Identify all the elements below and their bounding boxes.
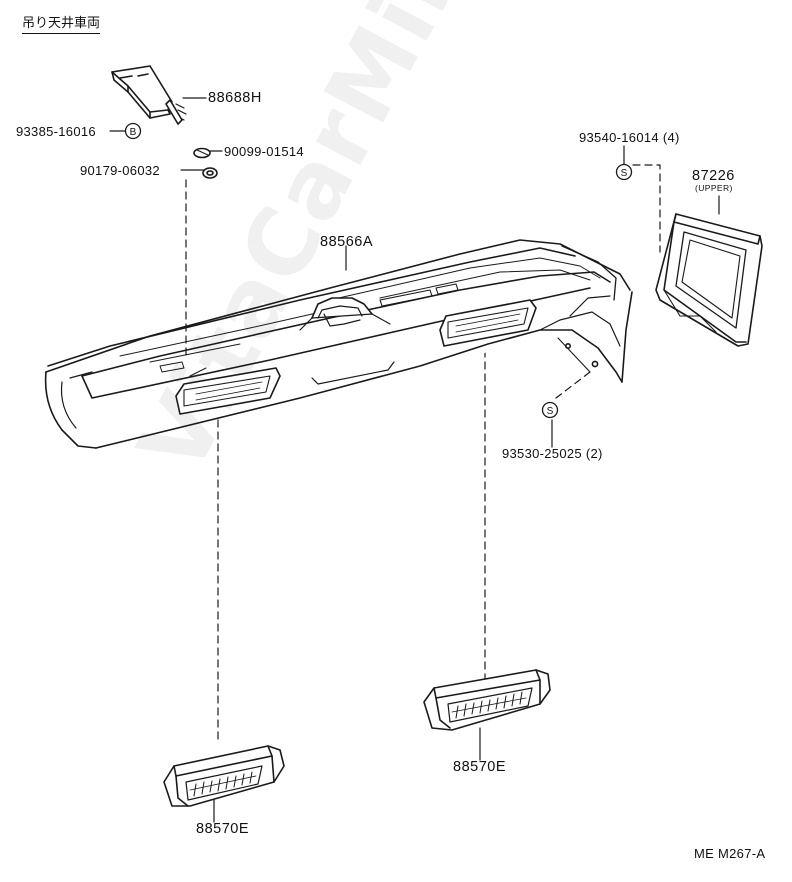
label-88570e-right: 88570E bbox=[453, 759, 506, 775]
label-93540-16014-qty: (4) bbox=[662, 130, 680, 145]
bolt-b-symbol-icon bbox=[124, 122, 142, 140]
vent-left-drawing bbox=[163, 745, 285, 807]
label-88566a: 88566A bbox=[320, 234, 373, 250]
diagram-header: 吊り天井車両 bbox=[22, 17, 101, 34]
label-93530-25025-number: 93530-25025 bbox=[502, 446, 582, 461]
label-87226-note: (UPPER) bbox=[695, 183, 733, 193]
label-93530-25025: 93530-25025 (2) bbox=[502, 447, 603, 460]
vent-right-drawing bbox=[423, 669, 551, 731]
bracket-88688h-drawing bbox=[111, 65, 187, 125]
symbol-circles bbox=[124, 122, 633, 419]
bolt-b-symbol-text: B bbox=[130, 127, 137, 138]
label-93540-16014: 93540-16014 (4) bbox=[579, 131, 680, 144]
leader-lines bbox=[109, 97, 720, 823]
label-87226: 87226 bbox=[692, 168, 735, 184]
panel-88566a-drawing bbox=[44, 239, 633, 450]
diagram-code: ME M267-A bbox=[694, 846, 766, 861]
screw-lower-s-symbol-icon bbox=[541, 401, 559, 419]
screw-upper-s-symbol-icon bbox=[615, 163, 633, 181]
label-93540-16014-number: 93540-16014 bbox=[579, 130, 659, 145]
label-88570e-left: 88570E bbox=[196, 821, 249, 837]
washer-nut-drawing bbox=[193, 147, 218, 179]
label-93385-16016: 93385-16016 bbox=[16, 124, 96, 139]
screw-lower-symbol-text: S bbox=[547, 406, 554, 417]
label-93530-25025-qty: (2) bbox=[585, 446, 603, 461]
label-90179-06032: 90179-06032 bbox=[80, 163, 160, 178]
label-90099-01514: 90099-01514 bbox=[224, 144, 304, 159]
frame-87226-drawing bbox=[655, 213, 763, 347]
label-88688h: 88688H bbox=[208, 90, 262, 106]
screw-upper-symbol-text: S bbox=[621, 168, 628, 179]
